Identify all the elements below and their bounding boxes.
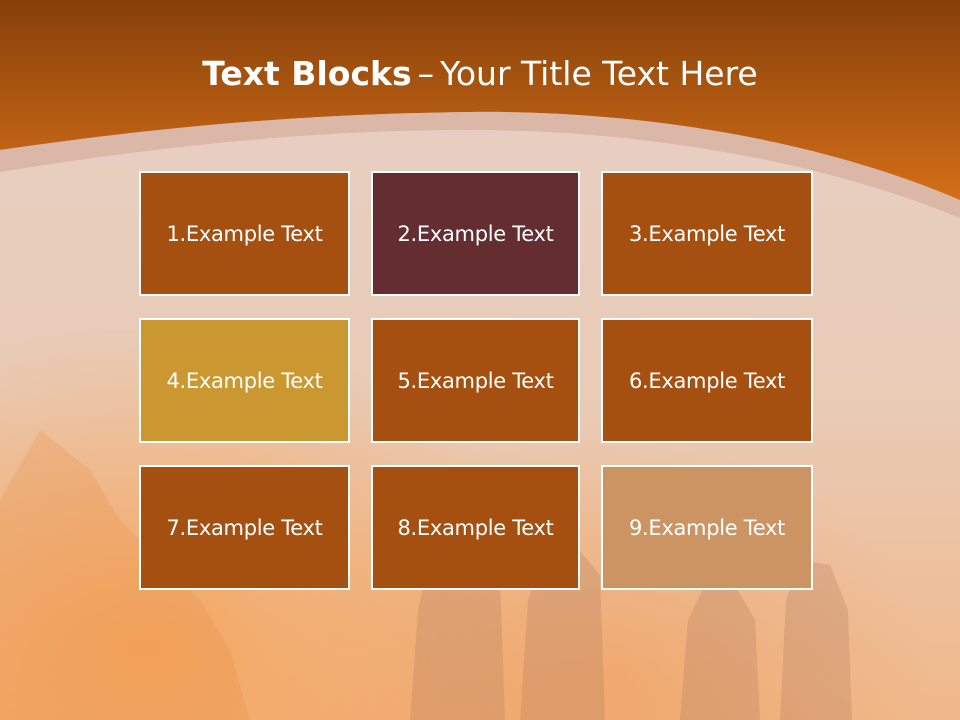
- text-block-label: 6.Example Text: [628, 368, 786, 393]
- text-block-9[interactable]: 9.Example Text: [601, 465, 813, 590]
- text-block-2[interactable]: 2.Example Text: [371, 171, 580, 296]
- text-block-label: 5.Example Text: [397, 368, 554, 393]
- text-block-grid: 1.Example Text 2.Example Text 3.Example …: [139, 171, 813, 590]
- text-block-5[interactable]: 5.Example Text: [371, 318, 580, 443]
- text-block-6[interactable]: 6.Example Text: [601, 318, 813, 443]
- title-bold-text: Text Blocks: [202, 54, 412, 93]
- text-block-label: 7.Example Text: [166, 515, 323, 540]
- slide-title: Text Blocks–Your Title Text Here: [0, 54, 960, 93]
- header-band: [0, 0, 960, 200]
- text-block-label: 8.Example Text: [397, 515, 554, 540]
- text-block-4[interactable]: 4.Example Text: [139, 318, 350, 443]
- text-block-1[interactable]: 1.Example Text: [139, 171, 350, 296]
- text-block-label: 9.Example Text: [628, 515, 786, 540]
- text-block-label: 1.Example Text: [166, 221, 323, 246]
- text-block-7[interactable]: 7.Example Text: [139, 465, 350, 590]
- fire-glow: [0, 430, 250, 720]
- text-block-3[interactable]: 3.Example Text: [601, 171, 813, 296]
- text-block-label: 4.Example Text: [166, 368, 323, 393]
- text-block-8[interactable]: 8.Example Text: [371, 465, 580, 590]
- header-arc: [0, 111, 960, 218]
- title-rest-text: Your Title Text Here: [440, 54, 758, 93]
- text-block-label: 2.Example Text: [397, 221, 554, 246]
- title-dash: –: [417, 54, 435, 93]
- text-block-label: 3.Example Text: [628, 221, 786, 246]
